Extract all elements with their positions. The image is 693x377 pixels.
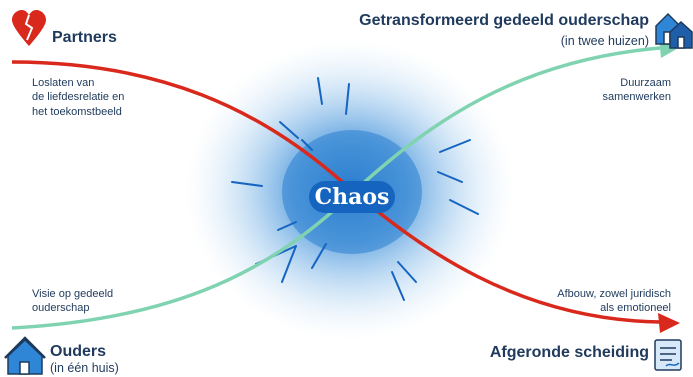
divorce-arrowhead bbox=[658, 313, 680, 333]
note-cooperation-line: samenwerken bbox=[602, 91, 671, 104]
note-dismantle-line: als emotioneel bbox=[600, 302, 671, 315]
chaos-label: Chaos bbox=[309, 181, 395, 213]
note-vision-line: Visie op gedeeld bbox=[32, 288, 114, 300]
note-release-line: Loslaten van bbox=[32, 77, 95, 89]
note-dismantle-line: Afbouw, zowel juridisch bbox=[557, 288, 671, 300]
parents-subtitle: (in één huis) bbox=[50, 361, 119, 375]
transformed-title: Getransformeerd gedeeld ouderschap bbox=[359, 12, 649, 29]
two-houses-icon bbox=[655, 12, 693, 49]
note-dismantle: Afbouw, zowel juridisch als emotioneel bbox=[557, 287, 671, 316]
partners-title: Partners bbox=[52, 29, 117, 46]
note-vision-line: ouderschap bbox=[32, 302, 90, 315]
transformed-subtitle: (in twee huizen) bbox=[560, 34, 649, 48]
chaos-strokes bbox=[231, 77, 479, 301]
divorce-title: Afgeronde scheiding bbox=[489, 344, 649, 361]
document-icon bbox=[654, 339, 682, 371]
partners-to-divorce-curve bbox=[11, 60, 661, 324]
note-release: Loslaten van de liefdesrelatie en het to… bbox=[32, 76, 124, 119]
parents-title: Ouders bbox=[50, 343, 107, 360]
note-cooperation: Duurzaam samenwerken bbox=[603, 76, 671, 105]
note-release-line: het toekomstbeeld bbox=[32, 105, 122, 118]
house-icon bbox=[4, 336, 46, 375]
note-release-line: de liefdesrelatie en bbox=[32, 91, 125, 104]
note-vision: Visie op gedeeld ouderschap bbox=[32, 287, 113, 316]
note-cooperation-line: Duurzaam bbox=[620, 77, 671, 89]
broken-heart-icon bbox=[12, 10, 46, 46]
